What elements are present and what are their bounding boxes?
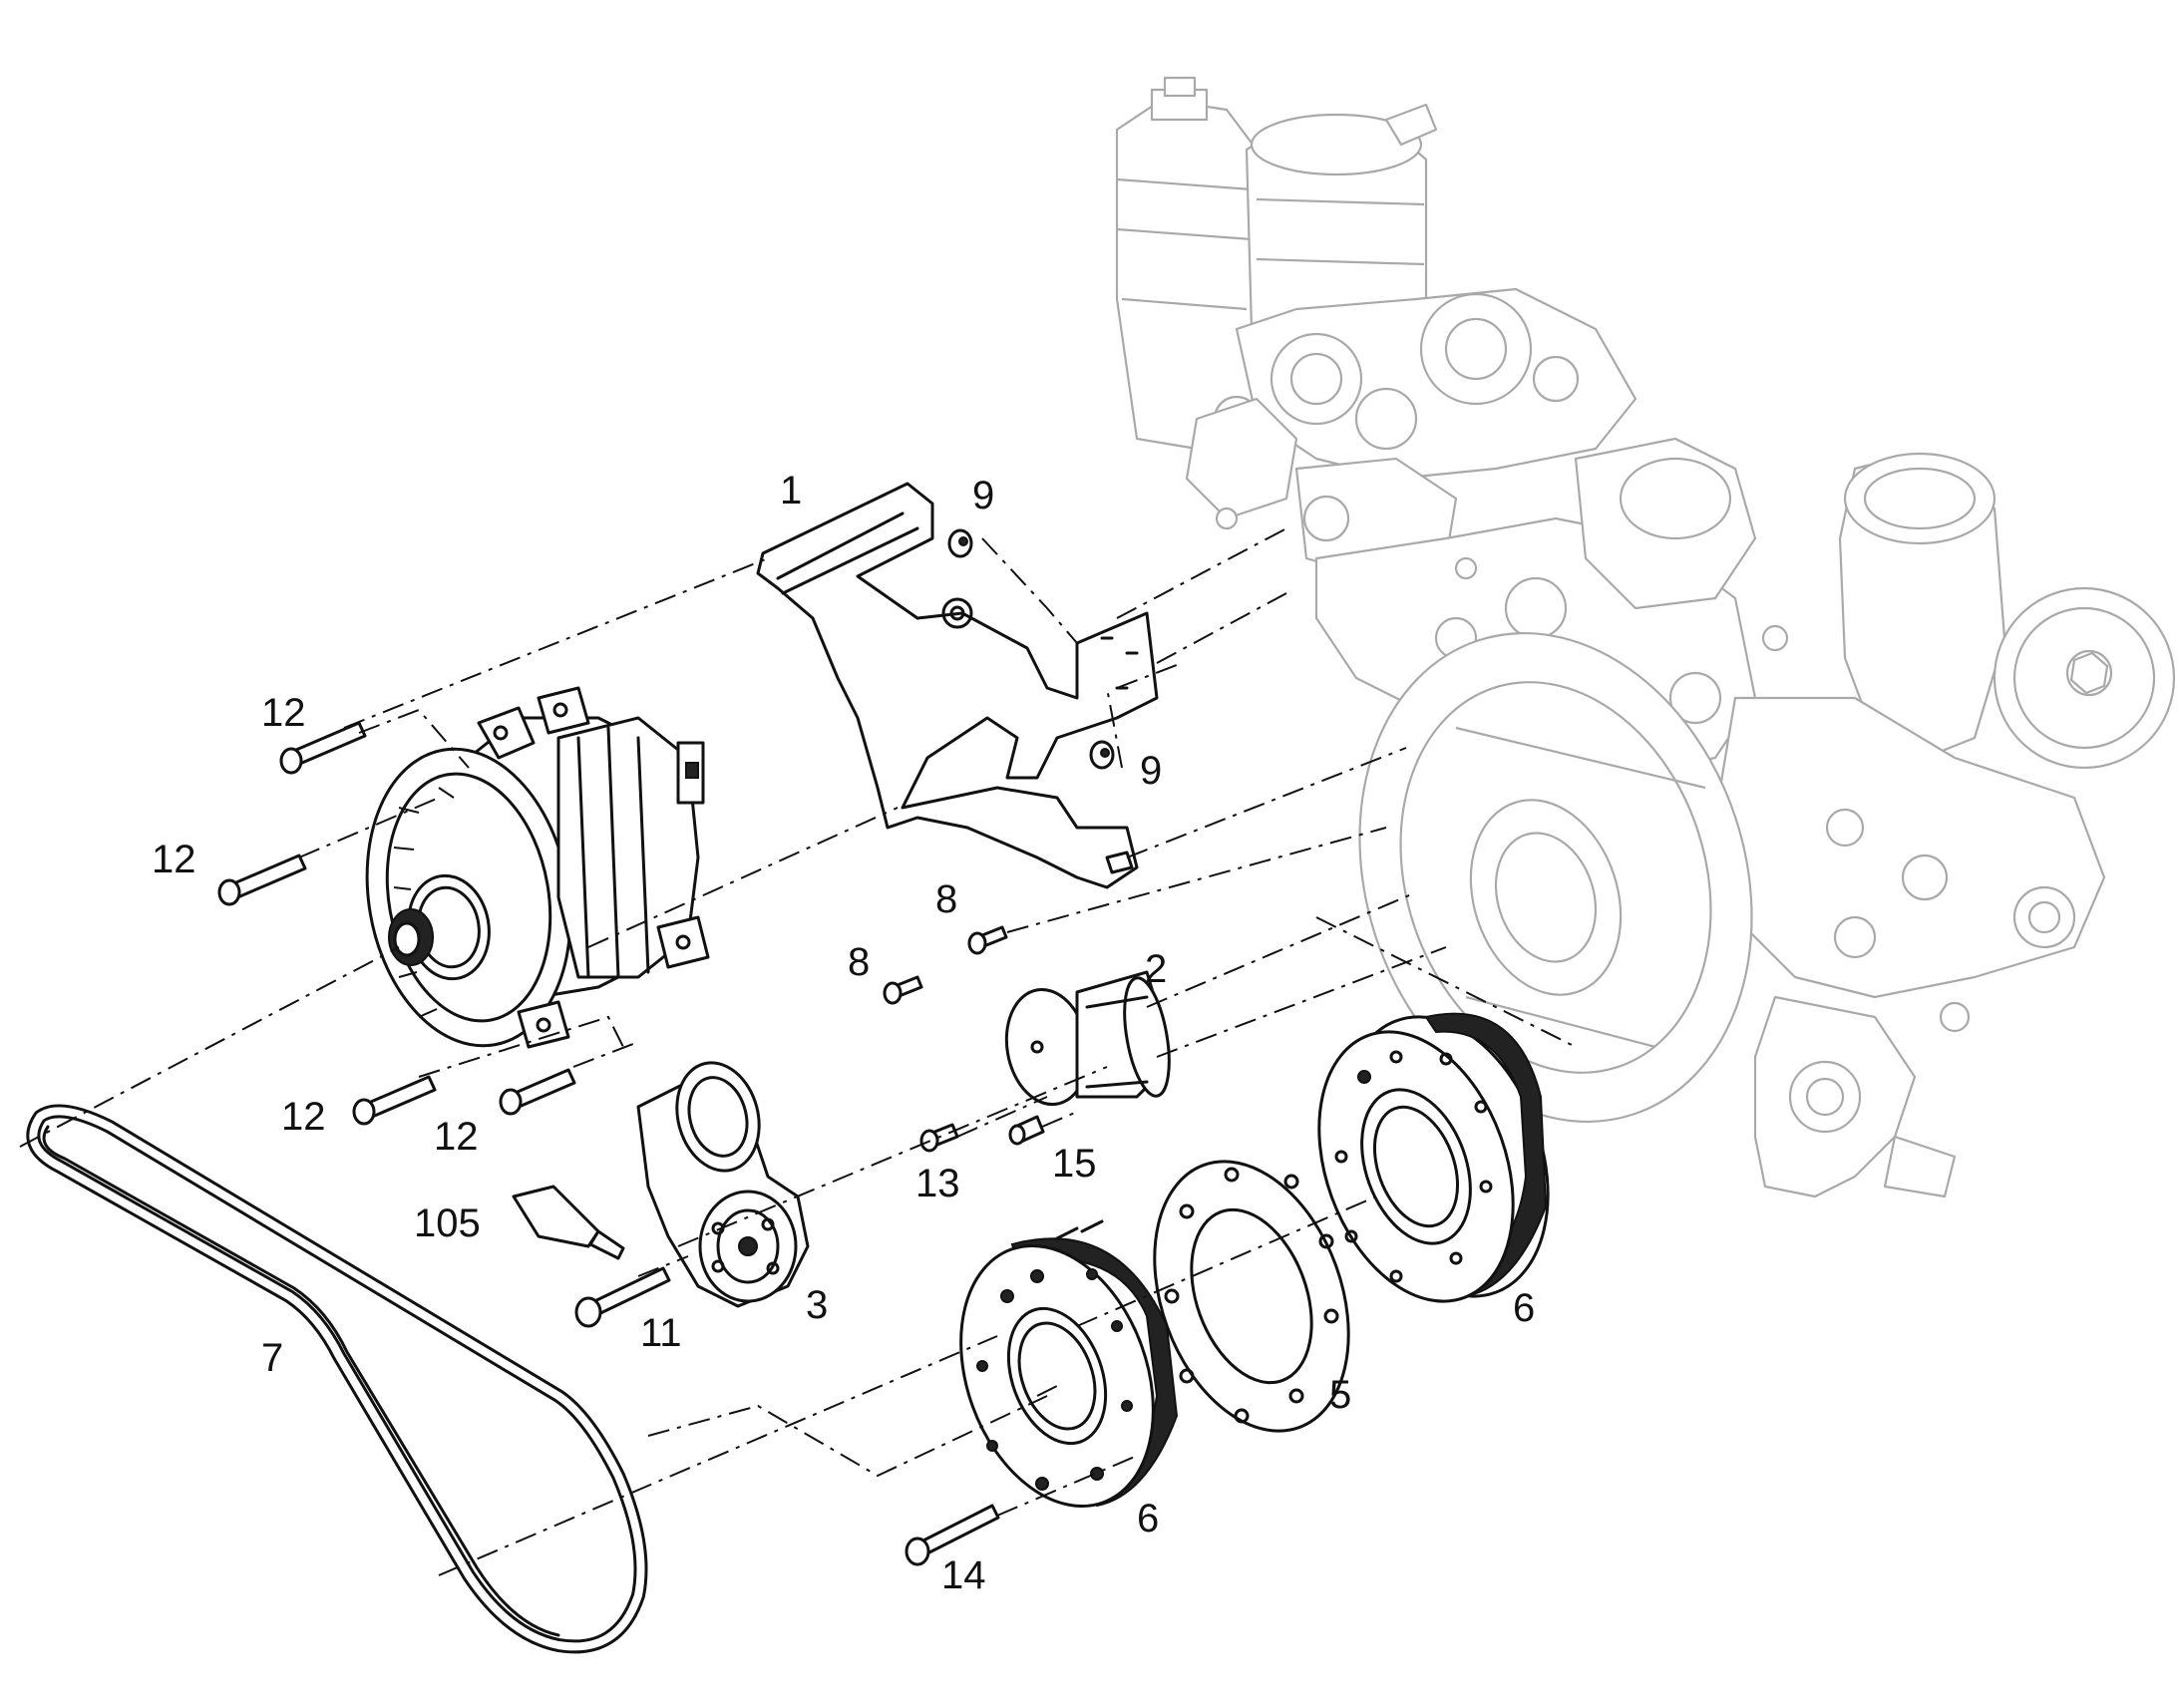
callout-11: 11 (640, 1311, 682, 1355)
callout-5: 5 (1329, 1373, 1351, 1417)
bolt-11 (574, 1266, 671, 1328)
callout-1: 1 (780, 469, 802, 512)
nut-9-a (947, 528, 973, 558)
callout-3: 3 (806, 1283, 828, 1327)
alignment-lines (19, 527, 1577, 1576)
alternator (365, 686, 710, 1049)
callout-6-rear: 6 (1513, 1286, 1535, 1330)
bolt-12-c (352, 1075, 437, 1126)
callout-12-d: 12 (434, 1115, 479, 1159)
bolt-8-a (883, 975, 923, 1005)
sleeve-15 (1008, 1115, 1045, 1146)
callout-12-b: 12 (152, 838, 196, 881)
engine-block-background (1115, 76, 2176, 1198)
callout-13: 13 (915, 1162, 960, 1205)
callout-8-upper: 8 (935, 877, 957, 921)
bolt-12-a (279, 721, 367, 775)
crank-pulley-front (959, 1219, 1179, 1509)
idler-spacer (1004, 970, 1171, 1107)
bolt-12-b (217, 854, 307, 906)
nut-9-b (1089, 740, 1115, 770)
callout-7: 7 (261, 1336, 283, 1380)
drive-belt (26, 1104, 648, 1654)
callout-8-lower: 8 (848, 940, 870, 984)
callout-2: 2 (1145, 947, 1167, 991)
callout-9-lower: 9 (1140, 749, 1162, 793)
callout-12-c: 12 (281, 1095, 326, 1139)
callout-9-upper: 9 (972, 474, 994, 517)
mounting-bracket (756, 482, 1159, 889)
callout-14: 14 (941, 1553, 986, 1597)
callout-15: 15 (1052, 1142, 1097, 1186)
callout-6-front: 6 (1137, 1497, 1159, 1540)
callout-105: 105 (414, 1201, 481, 1245)
bolt-14 (905, 1504, 1000, 1566)
bolt-12-d (499, 1068, 576, 1116)
belt-tensioner (636, 1061, 810, 1308)
adhesive-tube-105 (512, 1185, 625, 1260)
callout-labels: 1 2 3 5 6 6 7 8 8 9 9 11 12 12 12 12 13 … (152, 469, 1535, 1597)
crank-pulley-rear (1317, 1012, 1550, 1303)
bolt-8-b (967, 925, 1008, 955)
callout-12-a: 12 (261, 691, 306, 735)
